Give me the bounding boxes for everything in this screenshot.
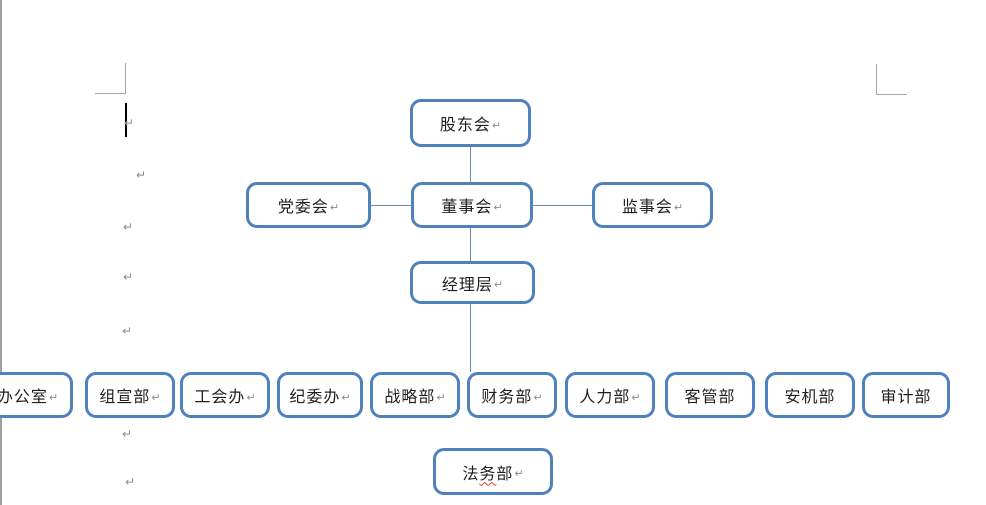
- org-node-label: 党委会: [277, 199, 329, 216]
- paragraph-mark-icon: ↵: [493, 278, 504, 291]
- org-node-finance-dept[interactable]: 财务部↵: [467, 372, 557, 418]
- paragraph-mark-icon: ↵: [631, 390, 641, 404]
- paragraph-mark-icon: ↵: [436, 390, 446, 404]
- org-node-org-publicity-dept[interactable]: 组宣部↵: [85, 372, 175, 418]
- margin-corner-mark-top-right: [876, 64, 907, 95]
- org-node-legal-dept[interactable]: 法务部↵: [433, 448, 553, 495]
- org-node-supervisory-board[interactable]: 监事会↵: [592, 182, 713, 228]
- paragraph-mark-icon: ↵: [48, 390, 59, 404]
- org-node-party-committee[interactable]: 党委会↵: [246, 182, 371, 228]
- org-node-label: 客管部: [684, 389, 736, 406]
- paragraph-mark-icon: ↵: [341, 390, 351, 404]
- connector-board-to-supervisory[interactable]: [533, 205, 592, 206]
- org-node-label: 办公室: [0, 389, 48, 406]
- paragraph-mark-icon: ↵: [514, 467, 524, 480]
- org-node-label: 董事会: [441, 199, 493, 216]
- connector-management-to-departments[interactable]: [470, 304, 471, 372]
- org-node-security-machinery-dept[interactable]: 安机部: [765, 372, 855, 418]
- text-cursor: [125, 103, 127, 137]
- org-node-label: 监事会: [621, 199, 673, 216]
- paragraph-mark-icon: ↵: [123, 220, 134, 234]
- paragraph-mark-icon: ↵: [122, 324, 133, 338]
- paragraph-mark-icon: ↵: [493, 200, 503, 214]
- org-node-label: 战略部: [384, 389, 436, 406]
- org-node-label: 人力部: [579, 389, 631, 406]
- spellcheck-squiggle: 务: [479, 465, 497, 483]
- paragraph-mark-icon: ↵: [123, 270, 134, 284]
- paragraph-mark-icon: ↵: [151, 390, 161, 404]
- org-node-customer-mgmt-dept[interactable]: 客管部: [665, 372, 755, 418]
- paragraph-mark-icon: ↵: [673, 200, 684, 214]
- connector-board-to-management[interactable]: [470, 228, 471, 261]
- org-node-general-office[interactable]: 办公室↵: [0, 372, 73, 418]
- org-node-discipline-office[interactable]: 纪委办↵: [277, 372, 363, 418]
- org-node-label: 经理层: [441, 276, 493, 294]
- paragraph-mark-icon: ↵: [124, 116, 135, 130]
- org-node-label: 法务部: [462, 465, 514, 483]
- connector-shareholders-to-board[interactable]: [470, 147, 471, 182]
- org-node-label: 安机部: [784, 389, 836, 406]
- org-node-label: 审计部: [880, 389, 932, 406]
- org-node-union-office[interactable]: 工会办↵: [180, 372, 270, 418]
- org-node-strategy-dept[interactable]: 战略部↵: [370, 372, 460, 418]
- paragraph-mark-icon: ↵: [533, 390, 543, 404]
- org-node-label: 纪委办: [289, 389, 341, 406]
- org-node-shareholders-meeting[interactable]: 股东会↵: [410, 99, 531, 147]
- org-node-label: 财务部: [481, 389, 533, 406]
- org-node-board-of-directors[interactable]: 董事会↵: [411, 182, 533, 228]
- connector-party-to-board[interactable]: [371, 205, 411, 206]
- org-node-hr-dept[interactable]: 人力部↵: [565, 372, 655, 418]
- paragraph-mark-icon: ↵: [491, 118, 502, 132]
- org-node-label: 股东会: [439, 117, 491, 134]
- paragraph-mark-icon: ↵: [122, 427, 133, 441]
- org-node-label: 工会办: [194, 389, 246, 406]
- paragraph-mark-icon: ↵: [329, 200, 340, 214]
- org-node-management-level[interactable]: 经理层↵: [410, 261, 535, 304]
- margin-corner-mark-top-left: [95, 63, 126, 94]
- window-edge-line: [0, 0, 2, 505]
- org-node-label: 组宣部: [99, 389, 151, 406]
- paragraph-mark-icon: ↵: [125, 475, 136, 489]
- org-node-audit-dept[interactable]: 审计部: [862, 372, 950, 418]
- paragraph-mark-icon: ↵: [246, 390, 256, 404]
- paragraph-mark-icon: ↵: [136, 168, 147, 182]
